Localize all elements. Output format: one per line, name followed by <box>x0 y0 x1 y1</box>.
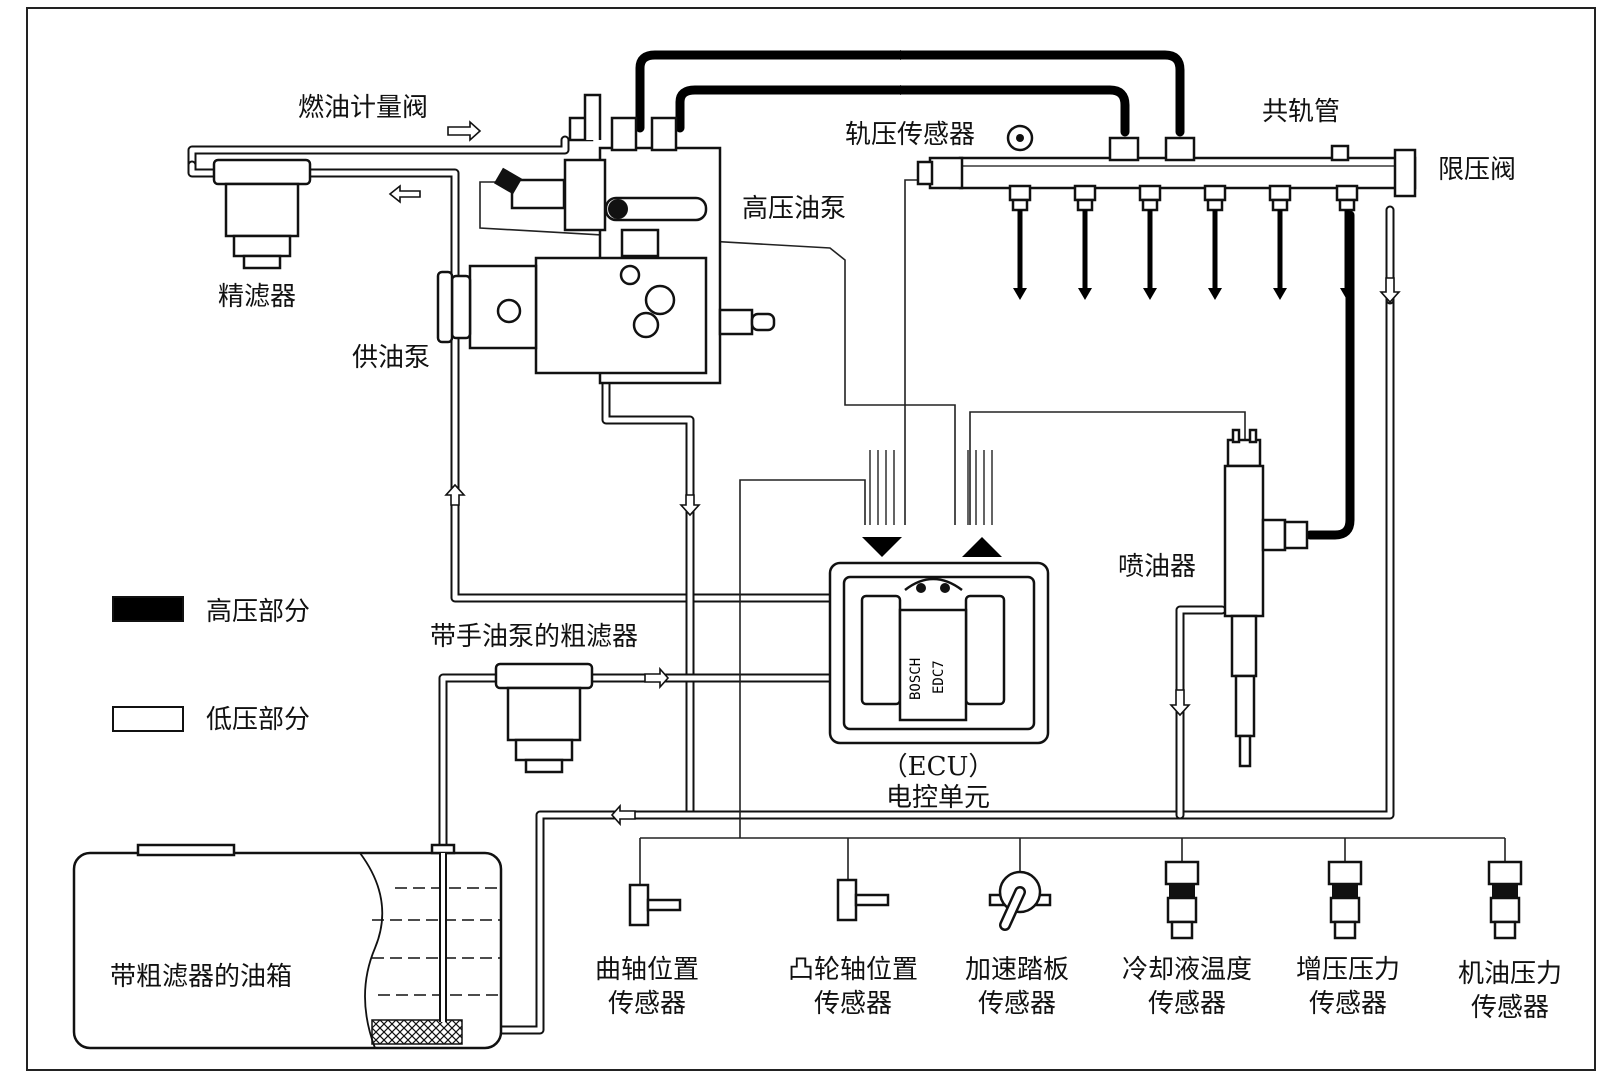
camshaft-sensor-icon <box>836 878 858 922</box>
sensor-label-line2: 传感器 <box>608 989 686 1019</box>
sensor-pedal <box>988 870 1052 931</box>
rail-outlet <box>1335 184 1359 300</box>
ecu-brand-text: BOSCH <box>908 658 924 700</box>
legend-high-pressure-label: 高压部分 <box>206 597 310 627</box>
sensor-label-line2: 传感器 <box>1148 989 1226 1019</box>
fuel-tank-icon <box>72 843 503 1050</box>
legend-low-pressure-label: 低压部分 <box>206 705 310 735</box>
rail-outlet <box>1073 184 1097 300</box>
ecu-name-label: 电控单元 <box>886 783 990 813</box>
fine-filter-icon <box>212 158 312 270</box>
sensor-label-line1: 加速踏板 <box>965 955 1069 985</box>
supply-pump-icon <box>436 264 538 350</box>
injector-label: 喷油器 <box>1118 552 1196 582</box>
crankshaft-sensor-icon <box>628 883 650 927</box>
coarse-filter-label: 带手油泵的粗滤器 <box>430 622 638 652</box>
rail-pressure-sensor-label: 轨压传感器 <box>845 120 975 150</box>
low-pressure-lines <box>187 135 1395 1035</box>
sensor-labels: 曲轴位置 传感器 凸轮轴位置 传感器 加速踏板 传感器 冷却液温度 传感器 增压… <box>595 955 1562 1023</box>
oil-pressure-sensor-icon <box>1487 860 1523 886</box>
supply-pump-label: 供油泵 <box>352 343 430 373</box>
sensor-oil-pressure <box>1487 860 1523 940</box>
injector-icon <box>1223 428 1309 768</box>
sensor-label-line2: 传感器 <box>1471 993 1549 1023</box>
sensor-label-line1: 冷却液温度 <box>1122 955 1252 985</box>
rail-pressure-sensor-icon <box>916 124 1034 190</box>
rail-outlet <box>1268 184 1292 300</box>
rail-outlet <box>1008 184 1032 300</box>
coarse-filter-icon <box>494 662 594 774</box>
coolant-temp-sensor-icon <box>1164 860 1200 886</box>
sensor-coolant-temp <box>1164 860 1200 940</box>
sensor-label-line1: 凸轮轴位置 <box>788 955 918 985</box>
common-rail <box>958 136 1417 198</box>
sensor-label-line1: 曲轴位置 <box>595 955 699 985</box>
sensor-label-line2: 传感器 <box>978 989 1056 1019</box>
sensor-label-line2: 传感器 <box>814 989 892 1019</box>
diagram-frame <box>26 7 1596 1071</box>
sensor-label-line2: 传感器 <box>1309 989 1387 1019</box>
tank-label: 带粗滤器的油箱 <box>110 962 292 992</box>
ecu-signal-bundles <box>869 450 993 525</box>
signal-wiring <box>479 179 1506 885</box>
sensor-camshaft <box>836 878 890 922</box>
legend-high-pressure-swatch <box>112 596 184 622</box>
sensor-boost-pressure <box>1327 860 1363 940</box>
ecu-model-text: EDC7 <box>931 660 947 694</box>
common-rail-label: 共轨管 <box>1262 97 1340 127</box>
sensor-label-line1: 增压压力 <box>1296 955 1400 985</box>
rail-outlet <box>1138 184 1162 300</box>
fine-filter-label: 精滤器 <box>218 282 296 312</box>
high-pressure-pump-icon <box>493 93 776 385</box>
fuel-metering-valve-label: 燃油计量阀 <box>298 93 428 123</box>
ecu-output-arrow-icon <box>962 537 1002 557</box>
boost-pressure-sensor-icon <box>1327 860 1363 886</box>
ecu-abbr-label: （ECU） <box>882 752 995 782</box>
rail-outlet <box>1203 184 1227 300</box>
component-labels: 燃油计量阀 精滤器 供油泵 高压油泵 轨压传感器 共轨管 限压阀 喷油器 带手油… <box>110 93 1516 992</box>
pressure-limit-valve-label: 限压阀 <box>1438 155 1516 185</box>
high-pressure-pump-label: 高压油泵 <box>742 194 846 224</box>
legend: 高压部分 低压部分 <box>112 596 310 735</box>
ecu-icon: BOSCH EDC7 <box>828 561 1050 745</box>
ecu-input-arrow-icon <box>862 537 902 557</box>
sensor-label-line1: 机油压力 <box>1458 959 1562 989</box>
rail-outlets <box>1008 184 1359 300</box>
low-pressure-flow-arrows <box>388 120 1401 827</box>
high-pressure-flow-arrows <box>900 50 912 95</box>
legend-low-pressure-swatch <box>112 706 184 732</box>
sensor-crankshaft <box>628 883 682 927</box>
